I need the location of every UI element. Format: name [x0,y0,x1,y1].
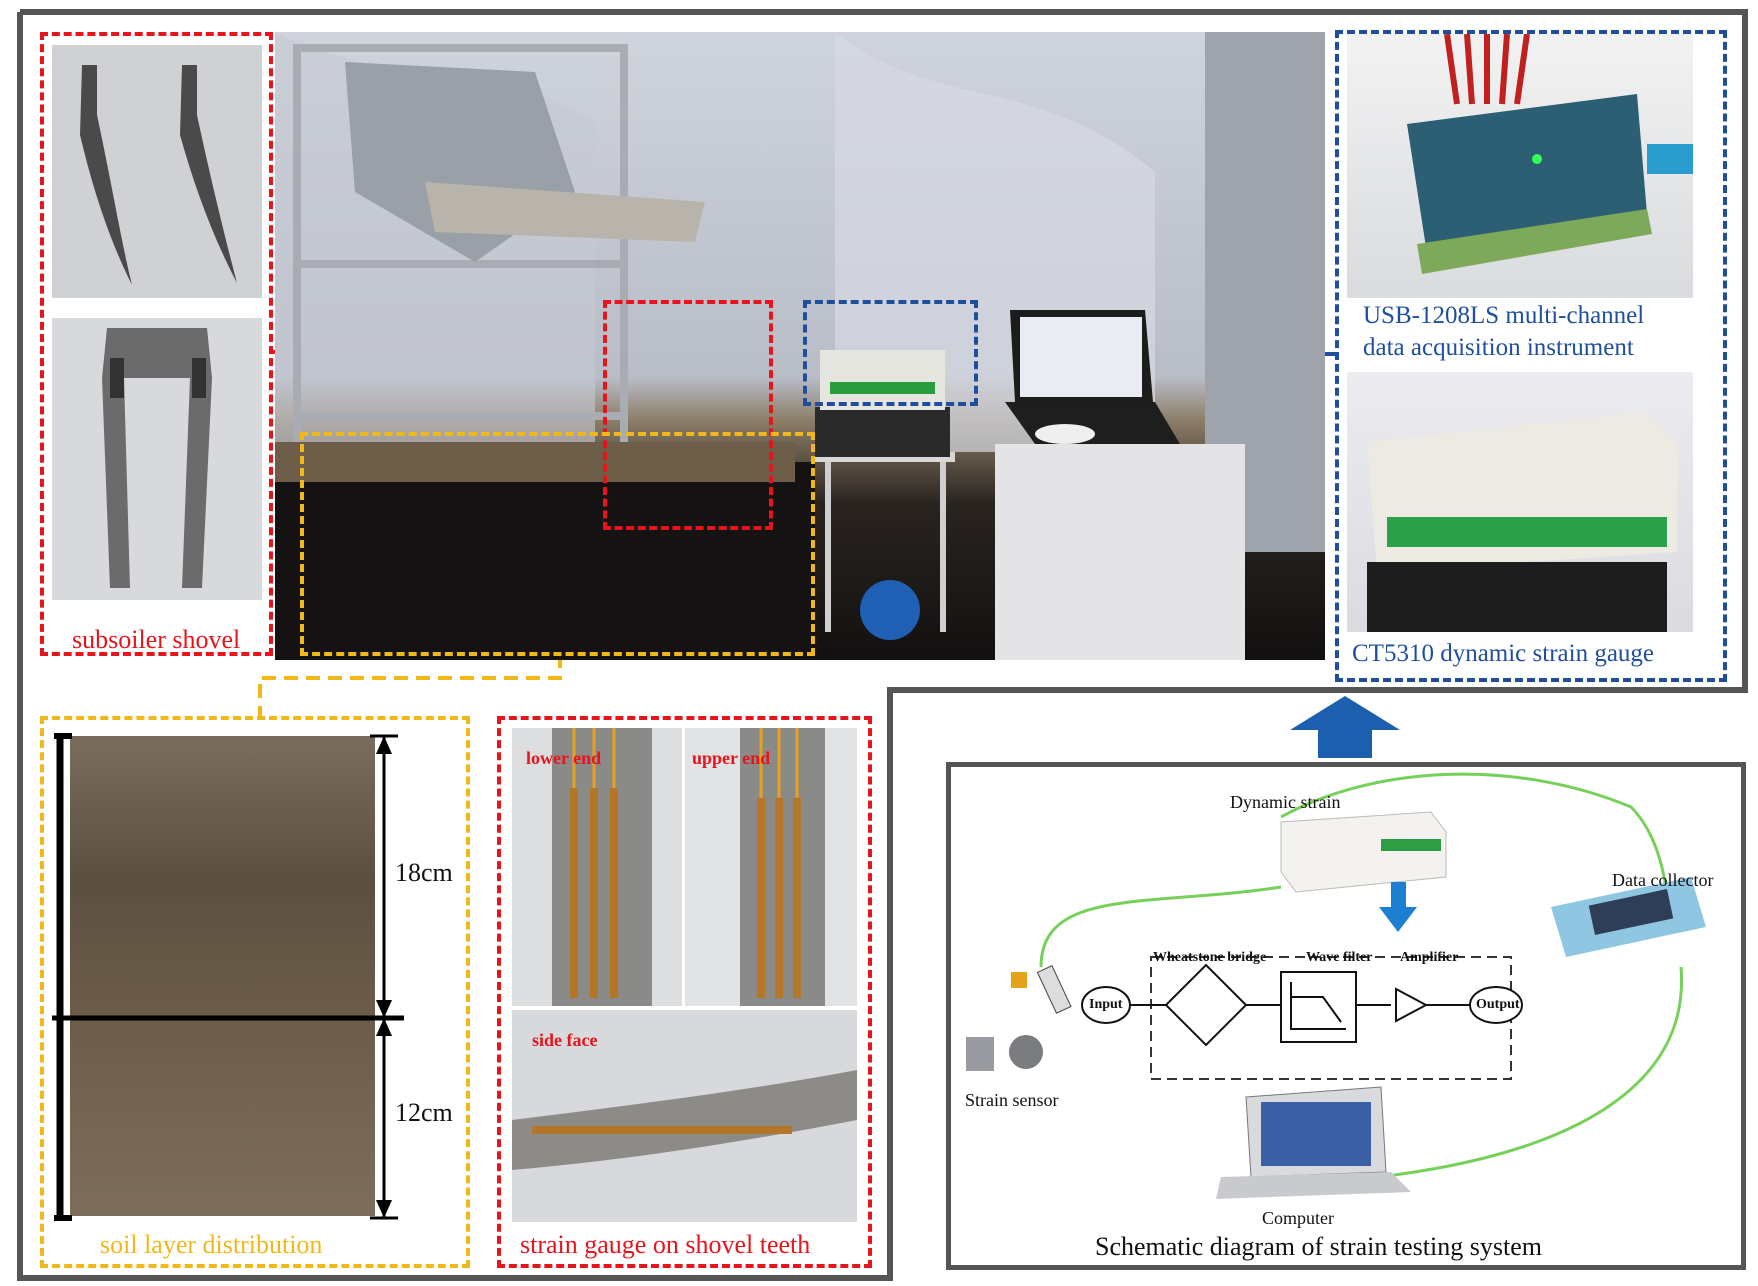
schematic-wave-filter: Wave filter [1306,950,1373,965]
schematic-frame [946,762,1746,1270]
ct5310-photo [1347,372,1693,632]
subsoiler-shovel-box [40,32,273,656]
arrow-down-icon [1379,882,1417,932]
schematic-amplifier: Amplifier [1400,950,1459,965]
schematic-strain-sensor: Strain sensor [965,1090,1059,1110]
lab-scene [275,32,1325,660]
shovel-highlight-box [603,300,773,530]
instrument-highlight-box [803,300,978,406]
schematic-diagram [966,772,1706,1199]
shovel-front-photo [52,318,262,600]
gauge-label-lower: lower end [526,748,602,768]
gauge-upper-photo [685,728,857,1006]
lab-setup-photo [275,32,1325,660]
usb-caption-line2: data acquisition instrument [1363,334,1634,361]
soil-ruler [52,733,404,1221]
arrow-up-icon [1290,696,1400,758]
soil-depth-bottom: 12cm [395,1098,453,1127]
usb-1208ls-photo [1347,34,1693,298]
schematic-title: Schematic diagram of strain testing syst… [1095,1232,1542,1261]
ct5310-caption: CT5310 dynamic strain gauge [1352,640,1655,667]
shovel-side-photo [52,45,262,298]
schematic-dynamic-strain: Dynamic strain [1230,792,1341,812]
gauge-lower-photo [512,728,682,1006]
instrument-panel-box [1335,30,1727,682]
gauge-label-upper: upper end [692,748,771,768]
soil-layer-box [40,716,470,1268]
soil-highlight-box [300,432,815,656]
gauge-side-photo [512,1010,857,1222]
soil-profile-photo [70,736,375,1216]
soil-depth-top: 18cm [395,858,453,887]
subsoiler-shovel-caption: subsoiler shovel [72,625,241,654]
gauge-label-side: side face [532,1030,598,1050]
strain-gauge-caption: strain gauge on shovel teeth [520,1230,811,1259]
schematic-output: Output [1476,997,1520,1012]
schematic-data-collector: Data collector [1612,870,1714,890]
schematic-input: Input [1089,997,1123,1012]
soil-layer-caption: soil layer distribution [100,1230,323,1259]
strain-gauge-box [497,716,872,1268]
schematic-computer: Computer [1262,1208,1334,1228]
schematic-wheatstone: Wheatstone bridge [1153,950,1267,965]
usb-caption-line1: USB-1208LS multi-channel [1363,302,1645,329]
